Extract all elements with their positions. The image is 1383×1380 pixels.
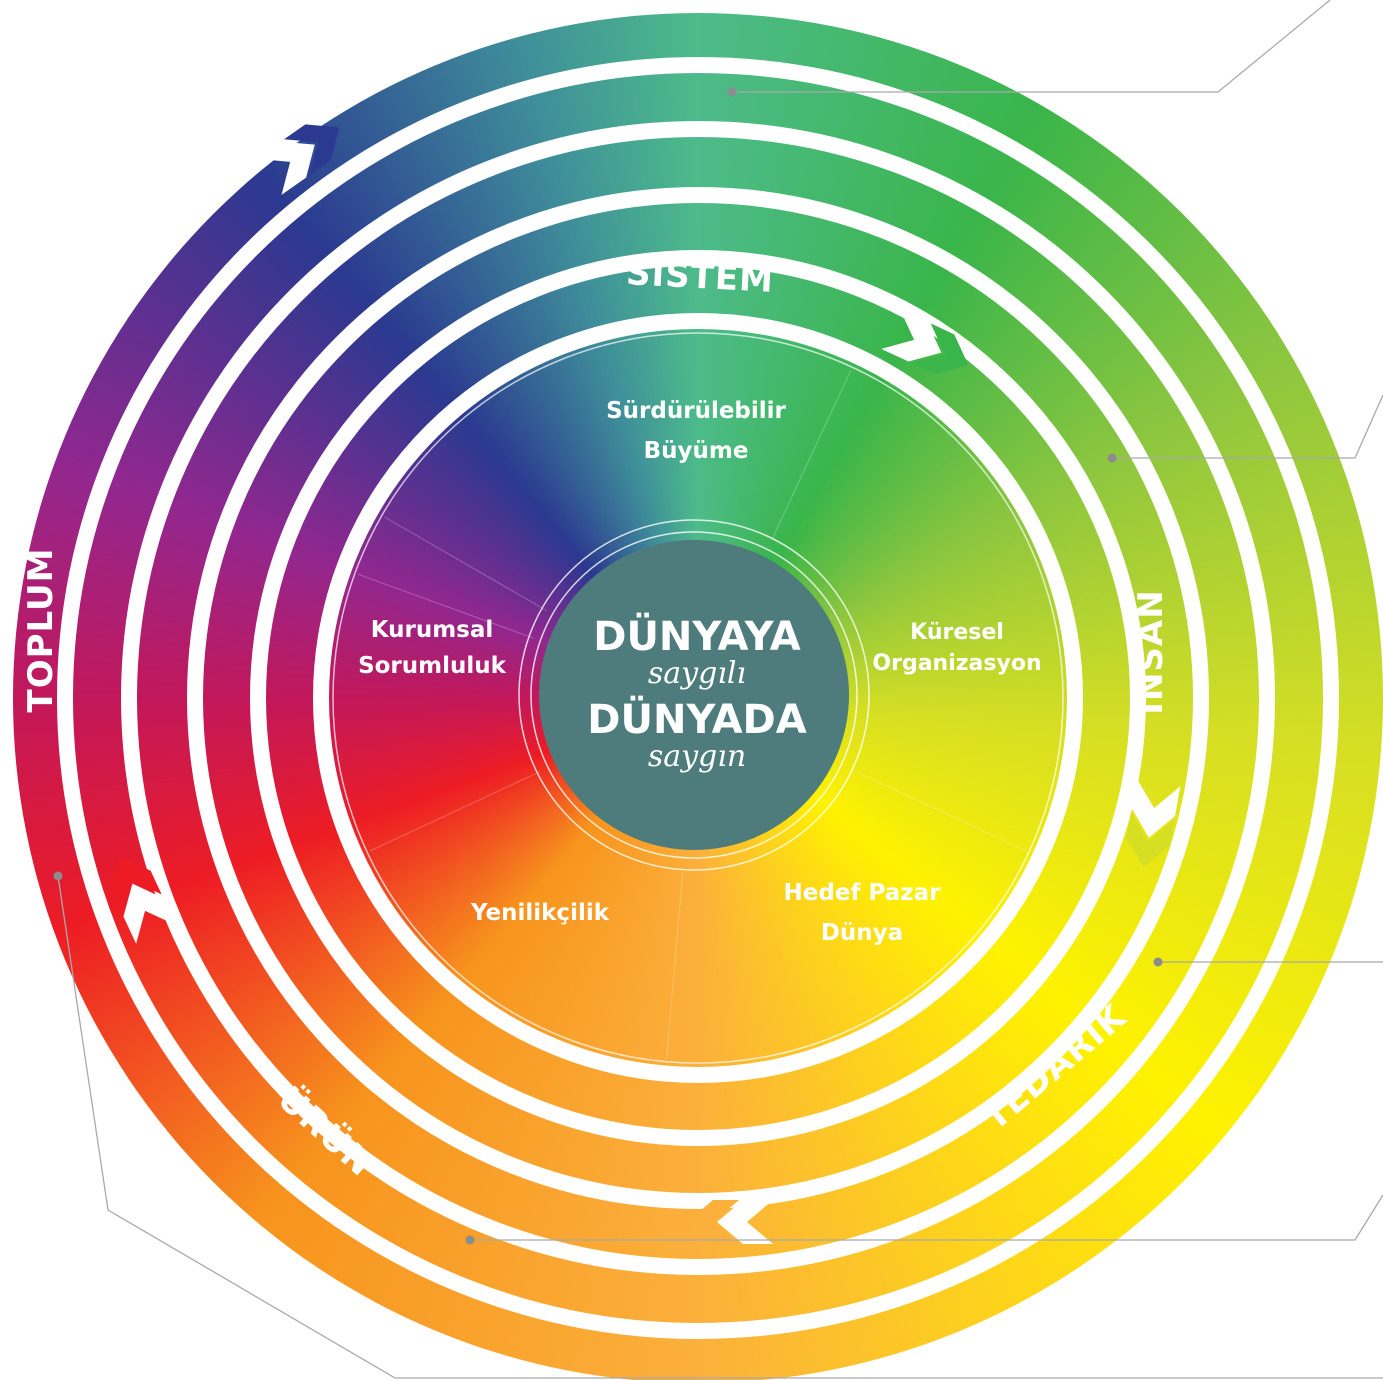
segment-divider [665,872,684,1059]
center-line2: saygılı [648,656,746,691]
callout-line [57,875,1383,1379]
segment-divider [369,771,540,852]
center-line3: DÜNYADA [587,695,806,743]
segment-label-hedef-1: Hedef Pazar [784,880,942,906]
ring-separator [250,250,1146,1146]
arrow-urun-icon [110,856,176,944]
segment-divider [856,771,1027,852]
segment-label-kurumsal-1: Kurumsal [371,617,494,643]
segment-label-surdurulebilir-2: Büyüme [644,438,749,464]
ring-separator [313,313,1083,1083]
callout-dot [727,87,737,97]
ring-separator [121,121,1275,1275]
segment-dividers [357,369,1027,1059]
segment-label-yenilikcilik: Yenilikçilik [470,900,610,926]
arrow-insan-icon [1126,778,1181,868]
center-halo-outer [518,519,870,871]
inner-thin-ring [332,332,1064,1064]
segment-label-kuresel-2: Organizasyon [872,651,1041,676]
callout-dot [1107,453,1117,463]
center-disc [539,540,849,850]
center-line1: DÜNYAYA [593,612,801,660]
ring-separator [187,187,1209,1209]
center-line4: saygın [648,739,746,774]
segment-divider [357,573,534,639]
segment-divider [771,369,852,540]
cycle-arrows [110,124,1181,1244]
callout-line [732,0,1331,93]
ring-label-sistem: SİSTEM [625,252,775,301]
ring-separator [57,57,1339,1339]
ring-label-toplum: TOPLUM [21,548,61,713]
callout-dot [53,871,63,881]
callout-dot [1153,957,1163,967]
arrow-sistem-icon [881,309,969,375]
segment-label-kuresel-1: Küresel [910,620,1004,645]
arrow-tedarik-icon [687,1200,773,1244]
callout-line [1112,394,1383,459]
segment-label-kurumsal-2: Sorumluluk [358,653,507,679]
ring-separators [57,57,1339,1339]
segment-label-surdurulebilir-1: Sürdürülebilir [606,398,786,424]
arrow-toplum-icon [256,124,340,195]
segment-label-hedef-2: Dünya [821,920,903,946]
ring-label-insan: İNSAN [1130,589,1171,714]
callout-dot [465,1235,475,1245]
callout-line [470,1194,1383,1241]
center-halo-inner [530,531,858,859]
segment-divider [384,516,547,611]
callout-lines [53,0,1383,1379]
